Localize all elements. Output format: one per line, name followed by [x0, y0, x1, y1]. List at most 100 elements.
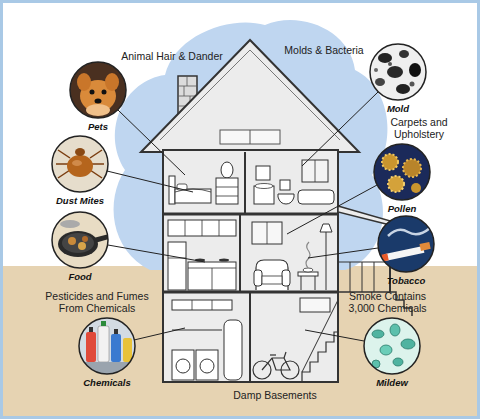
chemicals-picture [79, 318, 135, 374]
bedroom-part [175, 189, 211, 203]
allergen-name: Mold [366, 103, 430, 114]
porch-part [350, 262, 351, 292]
food-circle [52, 212, 108, 268]
dust-mite-picture-part [75, 148, 85, 156]
allergen-name: Tobacco [374, 275, 438, 286]
tobacco-picture-part [384, 246, 425, 261]
pets-picture-part [86, 104, 110, 116]
mildew-circle [364, 318, 420, 374]
kitchen-part [188, 262, 236, 290]
callout-label: Carpets and Upholstery [378, 116, 460, 140]
kitchen-part [219, 259, 229, 262]
living-room-part [254, 270, 262, 286]
basement-part [212, 300, 213, 310]
mold-circle [370, 44, 426, 100]
living-room-part [306, 242, 310, 268]
house-part [163, 213, 338, 216]
mold-picture [370, 44, 426, 100]
chimney-part [184, 86, 185, 96]
mildew-picture-part [364, 318, 420, 374]
food-picture-part [58, 231, 98, 257]
house-part [244, 152, 246, 214]
leader-lines-part [287, 185, 377, 234]
food-picture-part [60, 220, 80, 228]
chemicals-picture-part [89, 327, 93, 332]
pollen-picture-part [403, 159, 421, 177]
bedroom-part [216, 196, 238, 197]
bathroom-part [302, 160, 328, 182]
food-picture-part [82, 236, 88, 242]
mold-picture-part [378, 53, 392, 63]
leader-lines [107, 92, 378, 341]
basement-part [172, 350, 194, 380]
bedroom-part [216, 178, 238, 204]
dust-mite-picture-part-part [90, 150, 102, 158]
mold-picture-part [396, 84, 410, 94]
food-picture-part [62, 233, 94, 253]
porch-part [362, 262, 363, 292]
dust-mite-picture-part-part [58, 170, 70, 178]
basement-part [302, 332, 338, 382]
mildew-picture-part [393, 358, 403, 366]
living-room-part [262, 276, 282, 284]
allergen-circle: Pets [66, 62, 130, 132]
pets-picture-part [70, 62, 126, 118]
porch-part [338, 261, 390, 262]
pets-picture-part [95, 99, 102, 104]
house-part [249, 292, 251, 382]
mildew-picture-part [390, 324, 400, 336]
callout-label: Damp Basements [225, 389, 325, 401]
mildew-picture-part [372, 330, 384, 338]
living-room-part [252, 222, 282, 244]
leader-lines-part [308, 248, 378, 258]
living-room-part [303, 268, 313, 272]
food-picture [52, 212, 112, 268]
basement-part [192, 300, 193, 310]
kitchen-part [168, 242, 186, 290]
bedroom-part [216, 187, 238, 188]
living-room-part [282, 270, 290, 286]
callout-label: Smoke Contains 3,000 Chemicals [340, 290, 435, 314]
chemicals-picture-part [79, 318, 135, 374]
dust-mite-picture-part [52, 136, 108, 192]
house-part [220, 130, 280, 144]
tobacco-picture-part [419, 242, 430, 251]
basement-part [262, 358, 290, 370]
bathroom-part [255, 184, 273, 189]
mold-picture-part [375, 78, 385, 86]
allergen-circle: Tobacco [374, 216, 438, 286]
basement-part [224, 320, 242, 380]
dust-mite-picture-part [72, 160, 82, 166]
allergen-circle: Mold [366, 44, 430, 114]
callout-label: Pesticides and Fumes From Chemicals [38, 290, 156, 314]
mildew-picture-part [401, 339, 415, 349]
allergen-name: Pollen [370, 203, 434, 214]
mildew-picture [364, 318, 420, 374]
allergen-name: Chemicals [75, 377, 139, 388]
chimney-part [187, 76, 188, 86]
mold-picture-part [387, 66, 403, 78]
chemicals-picture-part [101, 321, 106, 326]
chemicals-picture-part [86, 332, 96, 362]
house-part [160, 50, 340, 140]
pets-picture-part [90, 90, 95, 95]
callout-label: Animal Hair & Dander [116, 50, 228, 62]
callout-label: Molds & Bacteria [280, 44, 368, 56]
bathroom-part [315, 160, 316, 182]
allergen-name: Food [48, 271, 112, 282]
kitchen-part [212, 268, 213, 290]
pets-picture [70, 62, 126, 118]
bathroom-part [278, 194, 294, 204]
chemicals-picture-part [79, 362, 135, 374]
living-room-part [298, 272, 318, 276]
house-part [250, 130, 251, 144]
kitchen [168, 220, 236, 290]
leader-lines-part [108, 245, 205, 262]
basement-part [284, 352, 286, 358]
house-part [239, 214, 241, 292]
pollen-picture-part [388, 176, 404, 192]
allergen-circle: Food [48, 212, 112, 282]
leader-lines-part [134, 328, 185, 340]
bedroom-part [169, 176, 175, 204]
chemicals-picture-part [114, 329, 118, 334]
